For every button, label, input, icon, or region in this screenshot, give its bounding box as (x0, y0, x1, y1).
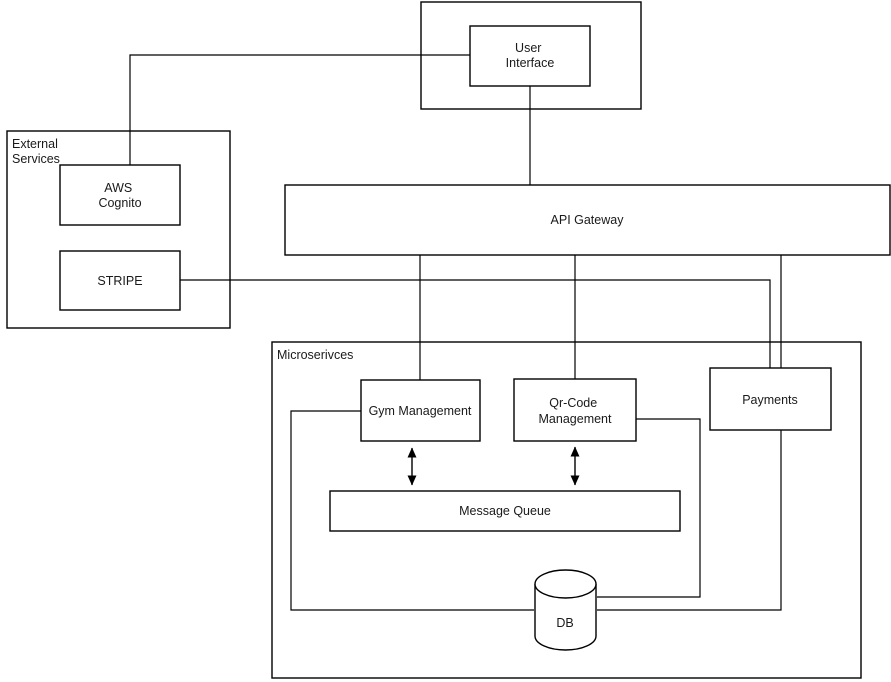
external-services-label: External Services (12, 137, 61, 166)
qr-code-management-label: Qr-Code Management (539, 396, 612, 426)
user-interface-wrapper-box[interactable] (420, 1, 642, 110)
microservices-label: Microserivces (277, 348, 353, 362)
user-interface-label: User Interface (506, 41, 555, 70)
db-label: DB (556, 616, 573, 630)
nodes-layer: User Interface API Gateway AWS Cognito S… (59, 25, 891, 651)
api-gateway-node[interactable] (284, 184, 891, 256)
edge-qr-code-management-db (597, 418, 701, 598)
aws-cognito-node[interactable] (59, 164, 181, 226)
edge-gym-management-db (290, 410, 534, 611)
db-cylinder-top[interactable] (534, 569, 597, 599)
edges-layer (129, 54, 782, 611)
containers-layer: External Services Microserivces (6, 1, 862, 679)
db-node[interactable]: DB (534, 569, 597, 651)
qr-code-management-node[interactable] (513, 378, 637, 442)
api-gateway-label: API Gateway (551, 213, 625, 227)
payments-label: Payments (742, 393, 798, 407)
edge-payments-db (597, 430, 782, 611)
external-services-container[interactable] (6, 130, 231, 329)
db-cylinder-body[interactable] (534, 584, 597, 651)
gym-management-node[interactable] (360, 379, 481, 442)
edge-stripe-payments (180, 279, 771, 368)
user-interface-node[interactable] (469, 25, 591, 87)
message-queue-node[interactable] (329, 490, 681, 532)
aws-cognito-label: AWS Cognito (98, 181, 141, 210)
gym-management-label: Gym Management (369, 404, 472, 418)
message-queue-label: Message Queue (459, 504, 551, 518)
microservices-container[interactable] (271, 341, 862, 679)
stripe-node[interactable] (59, 250, 181, 311)
payments-node[interactable] (709, 367, 832, 431)
stripe-label: STRIPE (97, 274, 142, 288)
edge-user-interface-aws-cognito (129, 54, 470, 165)
